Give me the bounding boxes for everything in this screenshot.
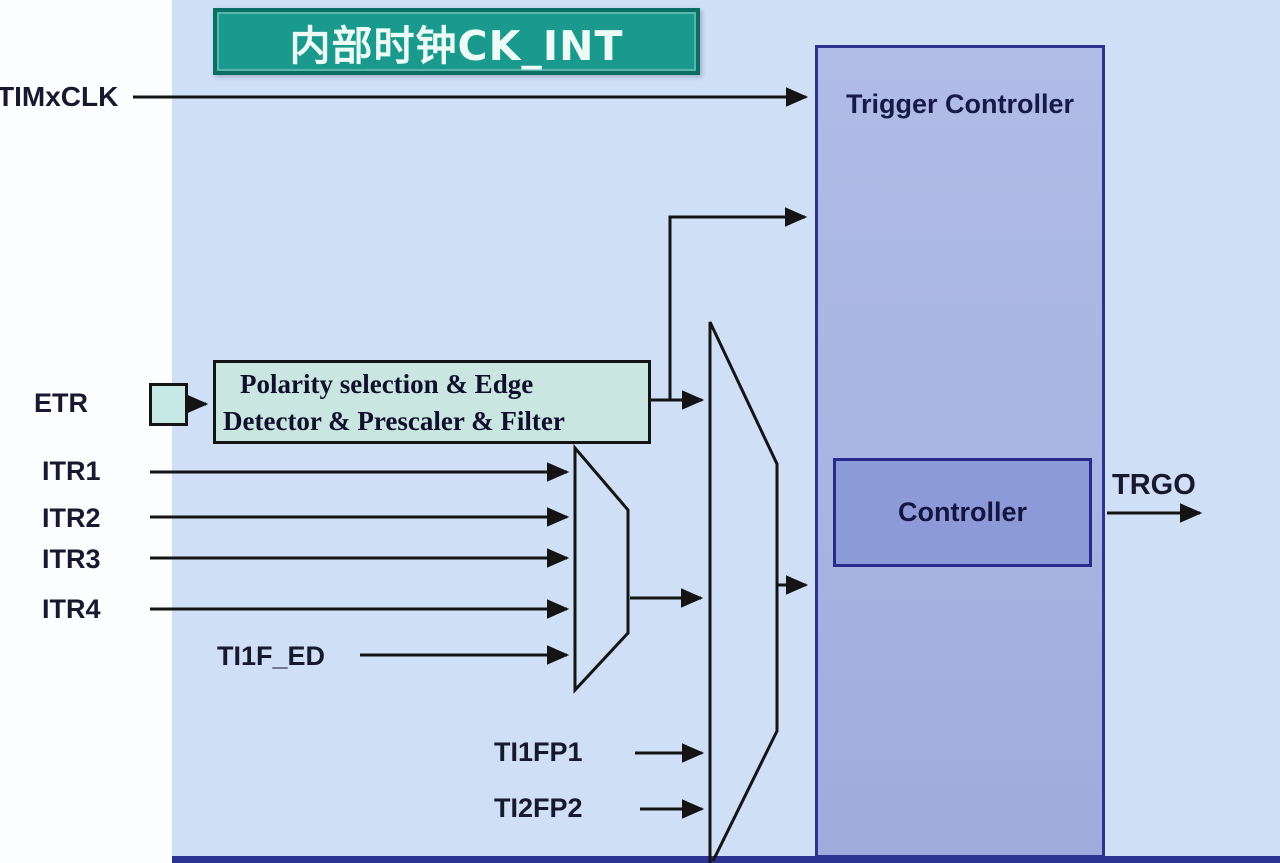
bottom-border-strip [172, 856, 1280, 863]
label-ti2fp2: TI2FP2 [494, 793, 583, 823]
label-trgo: TRGO [1112, 469, 1196, 501]
label-ti1fp1: TI1FP1 [494, 737, 583, 767]
trigger-controller-label: Trigger Controller [845, 89, 1075, 119]
label-itr1: ITR1 [42, 456, 101, 486]
internal-clock-title-box: 内部时钟CK_INT [213, 8, 700, 75]
trigger-controller-box: Trigger Controller [815, 45, 1105, 858]
controller-box: Controller [833, 458, 1092, 567]
label-timxclk: TIMxCLK [0, 81, 119, 112]
internal-clock-title-label: 内部时钟CK_INT [289, 21, 624, 70]
polarity-box-line1: Polarity selection & Edge [240, 369, 534, 399]
controller-label: Controller [897, 497, 1027, 527]
label-ti1f-ed: TI1F_ED [217, 641, 326, 671]
polarity-edge-detector-box: Polarity selection & Edge Detector & Pre… [213, 360, 651, 444]
label-itr2: ITR2 [42, 503, 101, 533]
polarity-box-line2: Detector & Prescaler & Filter [223, 406, 565, 436]
label-itr4: ITR4 [42, 594, 101, 624]
etr-input-square [149, 383, 188, 426]
label-etr: ETR [34, 388, 88, 418]
label-itr3: ITR3 [42, 544, 101, 574]
